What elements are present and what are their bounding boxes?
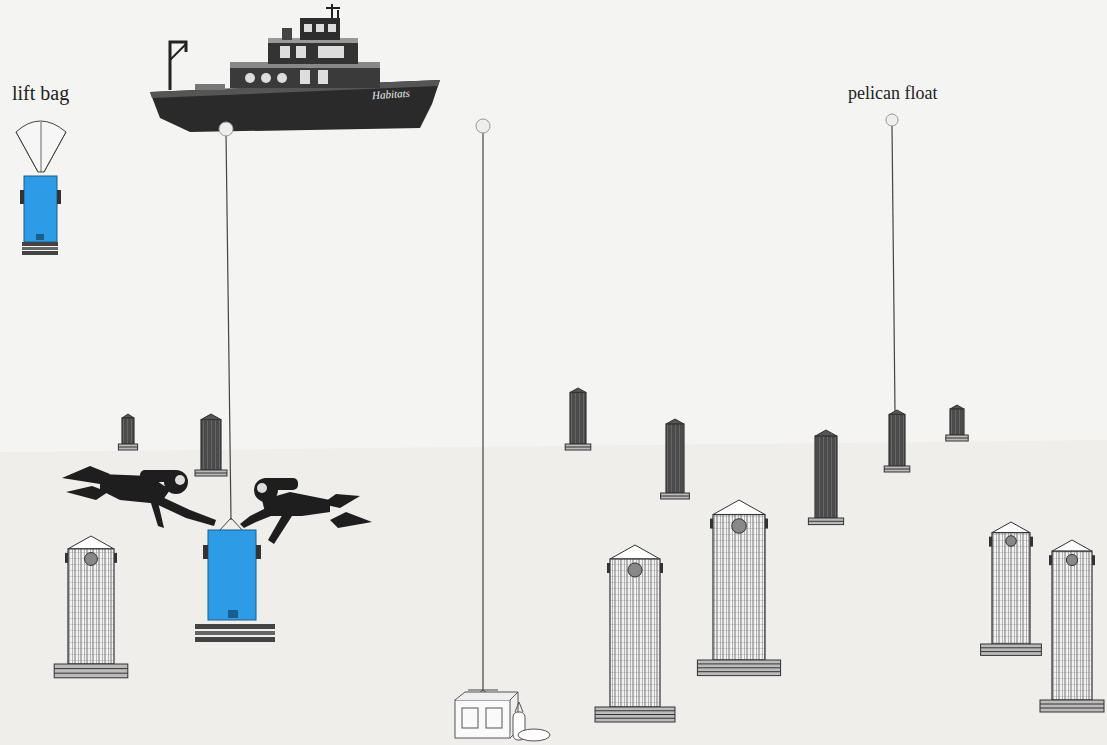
habitat-module [595, 545, 675, 722]
habitat-module [697, 500, 780, 676]
lift-bag [16, 121, 66, 255]
buoy-line [226, 132, 231, 520]
habitat-module [981, 522, 1042, 655]
habitat-module [946, 405, 968, 441]
seabed [0, 440, 1107, 745]
habitat-module [661, 419, 690, 499]
habitat-module [1040, 540, 1104, 712]
water [0, 0, 1107, 450]
far-modules [118, 388, 968, 525]
habitat-module [884, 410, 910, 472]
pelican-float [886, 114, 898, 126]
habitat-module [808, 430, 843, 525]
part-label: lift bag [12, 82, 69, 104]
float-ball [476, 119, 490, 133]
float-ball [219, 122, 233, 136]
habitat-module [565, 388, 591, 450]
part-label: pelican float [848, 84, 937, 104]
supply-box [455, 690, 550, 741]
near-modules [54, 500, 1104, 722]
habitat-module [118, 414, 137, 450]
buoy-line [482, 130, 483, 690]
divers [62, 466, 372, 544]
blue-module [195, 518, 275, 642]
boat [150, 4, 440, 132]
habitat-module [54, 536, 128, 678]
habitat-module [195, 414, 227, 476]
buoy-line [892, 125, 895, 412]
